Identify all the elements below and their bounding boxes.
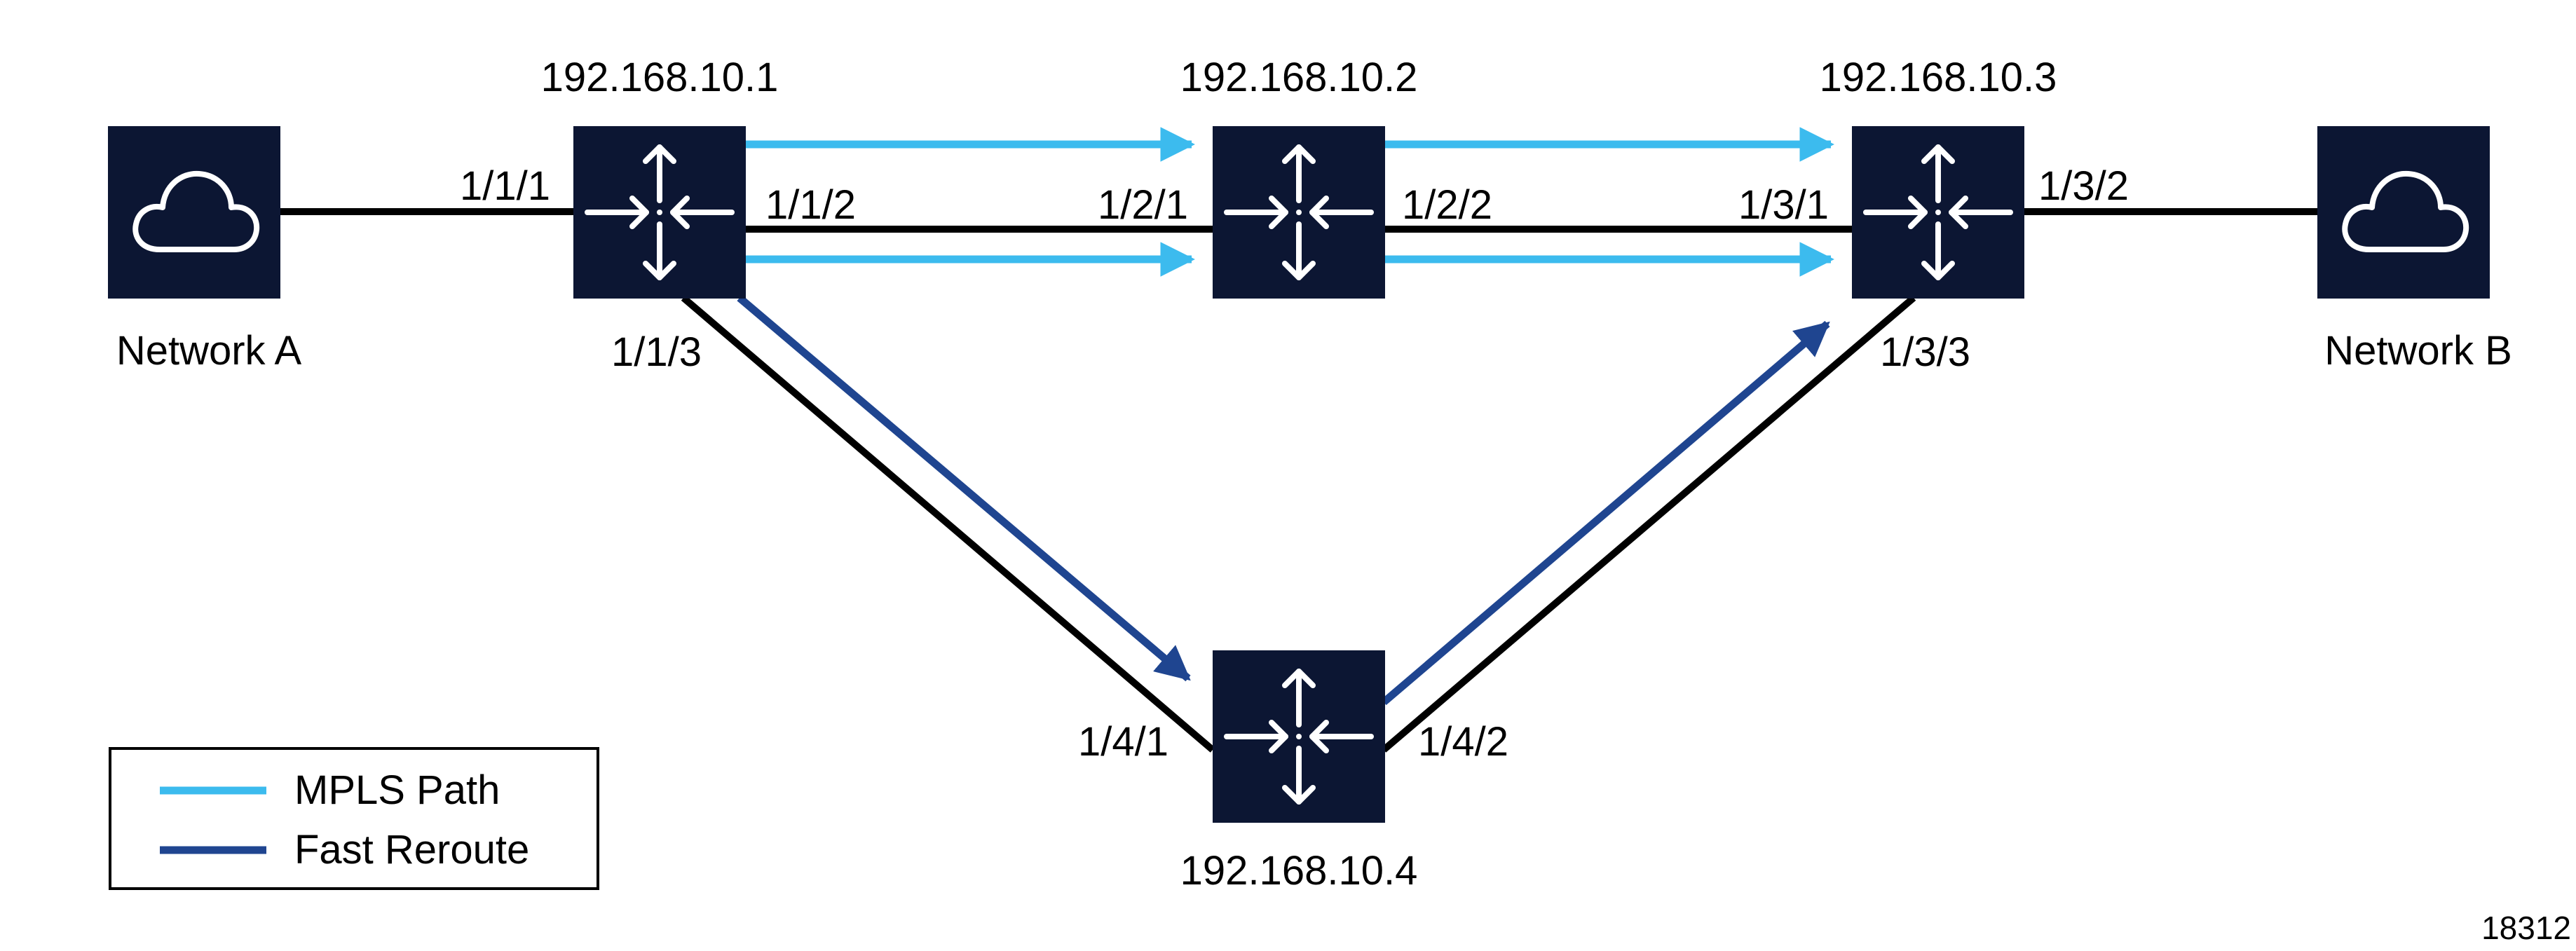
port-label: 1/1/2 <box>765 182 856 228</box>
router-r3-label: 192.168.10.3 <box>1820 55 2057 100</box>
router-r1-label: 192.168.10.1 <box>541 55 779 100</box>
legend: MPLS Path Fast Reroute <box>109 747 599 890</box>
port-label: 1/1/3 <box>611 329 702 375</box>
legend-frr-label: Fast Reroute <box>294 827 529 873</box>
legend-mpls-label: MPLS Path <box>294 767 500 813</box>
mpls-path-arrows <box>744 127 1834 277</box>
network-b-cloud-icon <box>2317 126 2490 299</box>
network-b-label: Network B <box>2324 328 2512 374</box>
router-r1-icon <box>573 126 746 299</box>
legend-box <box>109 747 599 890</box>
router-r3-icon <box>1852 126 2024 299</box>
link-r4-r3 <box>1381 295 1916 753</box>
router-r4-label: 192.168.10.4 <box>1180 848 1418 894</box>
router-r4-icon <box>1213 650 1385 823</box>
port-label: 1/3/2 <box>2038 163 2129 209</box>
physical-links <box>280 208 2317 753</box>
frr-arrow <box>1381 320 1830 706</box>
port-label: 1/3/1 <box>1738 182 1829 228</box>
port-label: 1/2/1 <box>1098 182 1188 228</box>
link-r1-r4 <box>681 295 1215 753</box>
fast-reroute-arrows <box>737 294 1830 706</box>
port-label: 1/2/2 <box>1402 182 1492 228</box>
port-label: 1/4/1 <box>1078 719 1168 765</box>
port-label: 1/1/1 <box>460 163 550 209</box>
frr-arrow <box>737 294 1191 682</box>
network-a-cloud-icon <box>108 126 280 299</box>
network-a-label: Network A <box>116 328 302 374</box>
router-r2-icon <box>1213 126 1385 299</box>
router-r2-label: 192.168.10.2 <box>1180 55 1418 100</box>
port-label: 1/4/2 <box>1418 719 1508 765</box>
figure-id: 18312 <box>2481 910 2571 946</box>
port-label: 1/3/3 <box>1880 329 1970 375</box>
